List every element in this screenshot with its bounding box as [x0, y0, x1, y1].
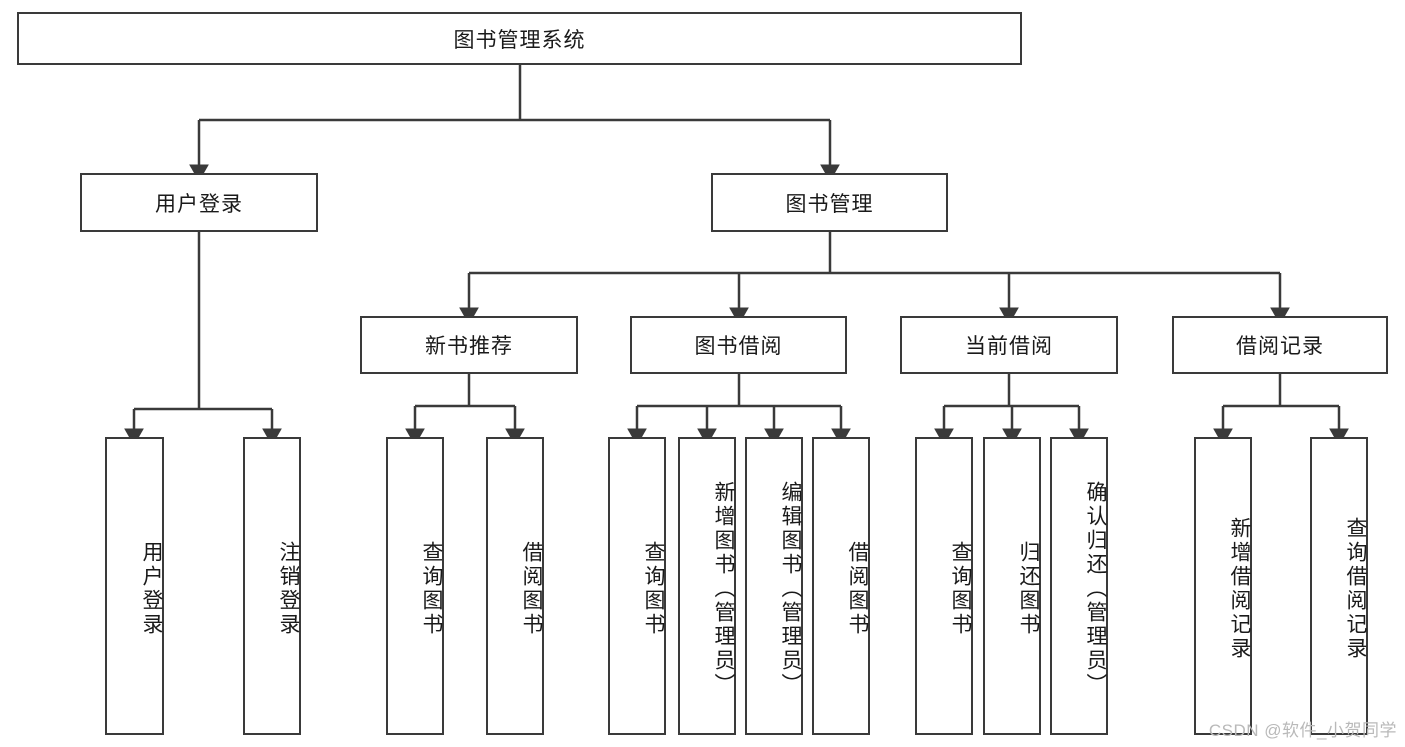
node-leaf-confirm-return[interactable]: 确认归还（管理员）	[1050, 437, 1108, 735]
node-leaf-return-book-label: 归还图书	[1017, 541, 1040, 637]
node-borrow-record-label: 借阅记录	[1236, 335, 1324, 358]
node-leaf-query-record[interactable]: 查询借阅记录	[1310, 437, 1368, 735]
node-leaf-add-book-label: 新增图书（管理员）	[712, 481, 735, 697]
node-leaf-query-book-1[interactable]: 查询图书	[386, 437, 444, 735]
node-leaf-borrow-book-2-label: 借阅图书	[846, 541, 869, 637]
node-leaf-user-login-label: 用户登录	[140, 541, 163, 637]
node-current-borrow-label: 当前借阅	[965, 335, 1053, 358]
node-leaf-query-book-3[interactable]: 查询图书	[915, 437, 973, 735]
node-leaf-user-login[interactable]: 用户登录	[105, 437, 164, 735]
node-book-borrow-label: 图书借阅	[694, 335, 783, 358]
node-new-book-rec[interactable]: 新书推荐	[360, 316, 578, 374]
node-leaf-edit-book[interactable]: 编辑图书（管理员）	[745, 437, 803, 735]
node-leaf-return-book[interactable]: 归还图书	[983, 437, 1041, 735]
node-leaf-edit-book-label: 编辑图书（管理员）	[779, 481, 802, 697]
node-root[interactable]: 图书管理系统	[17, 12, 1022, 65]
node-book-manage[interactable]: 图书管理	[711, 173, 948, 232]
node-current-borrow[interactable]: 当前借阅	[900, 316, 1118, 374]
node-leaf-add-record[interactable]: 新增借阅记录	[1194, 437, 1252, 735]
node-leaf-query-book-2-label: 查询图书	[642, 541, 665, 637]
node-leaf-confirm-return-label: 确认归还（管理员）	[1084, 481, 1107, 697]
node-leaf-borrow-book-1[interactable]: 借阅图书	[486, 437, 544, 735]
node-user-login[interactable]: 用户登录	[80, 173, 318, 232]
node-user-login-label: 用户登录	[155, 192, 243, 216]
node-leaf-user-logout[interactable]: 注销登录	[243, 437, 301, 735]
node-leaf-query-book-2[interactable]: 查询图书	[608, 437, 666, 735]
node-leaf-borrow-book-2[interactable]: 借阅图书	[812, 437, 870, 735]
node-leaf-query-record-label: 查询借阅记录	[1344, 517, 1367, 661]
node-book-borrow[interactable]: 图书借阅	[630, 316, 847, 374]
node-leaf-add-book[interactable]: 新增图书（管理员）	[678, 437, 736, 735]
node-leaf-query-book-3-label: 查询图书	[949, 541, 972, 637]
node-leaf-query-book-1-label: 查询图书	[420, 541, 443, 637]
node-leaf-add-record-label: 新增借阅记录	[1228, 517, 1251, 661]
node-new-book-rec-label: 新书推荐	[425, 335, 513, 358]
node-book-manage-label: 图书管理	[785, 192, 874, 216]
node-leaf-user-logout-label: 注销登录	[277, 541, 300, 637]
node-leaf-borrow-book-1-label: 借阅图书	[520, 541, 543, 637]
node-borrow-record[interactable]: 借阅记录	[1172, 316, 1388, 374]
node-root-label: 图书管理系统	[453, 28, 586, 52]
